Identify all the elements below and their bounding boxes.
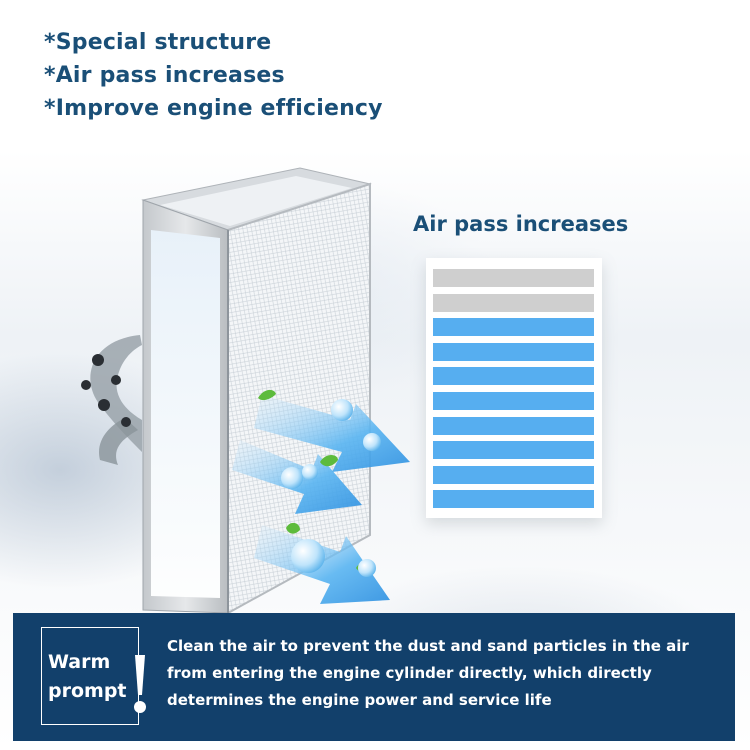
warm-label-line1: Warm (48, 651, 111, 673)
dust-swirl (81, 335, 142, 465)
feature-item: *Air pass increases (44, 63, 285, 88)
filter-glass-panel (151, 230, 220, 598)
air-pass-bar-blue (433, 318, 594, 337)
warm-prompt-banner: Warm prompt Clean the air to prevent the… (13, 613, 735, 741)
air-pass-bar-blue (433, 392, 594, 410)
background-haze (0, 170, 750, 620)
air-filter-illustration (81, 167, 410, 615)
air-pass-bar-grey (433, 293, 594, 312)
warm-prompt-badge: Warm prompt (41, 627, 146, 725)
warm-prompt-message: Clean the air to prevent the dust and sa… (167, 637, 689, 709)
air-pass-bar-blue (433, 465, 594, 484)
feature-item: *Special structure (44, 30, 272, 55)
air-pass-bars-card (426, 258, 602, 518)
warm-prompt-label: Warm prompt (48, 648, 128, 706)
bars-panel-title: Air pass increases (413, 212, 629, 236)
air-pass-bar-grey (433, 269, 594, 287)
feature-item: *Improve engine efficiency (44, 96, 383, 121)
air-pass-bar-blue (433, 342, 594, 361)
feature-list: *Special structure *Air pass increases *… (44, 26, 383, 125)
clean-air-bubbles (281, 399, 381, 577)
exclamation-icon (134, 655, 146, 713)
air-pass-bar-blue (433, 490, 594, 509)
warm-label-line2: prompt (48, 680, 127, 702)
air-pass-bar-blue (433, 416, 594, 435)
air-pass-bar-blue (433, 441, 594, 460)
air-pass-bar-blue (433, 367, 594, 386)
